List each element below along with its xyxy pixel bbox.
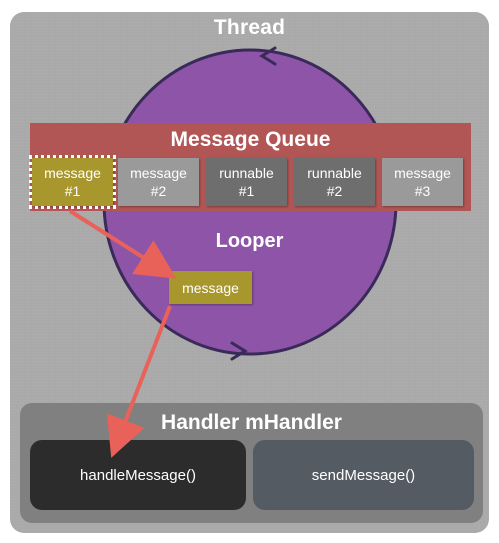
queue-item-label: runnable (219, 165, 274, 181)
queue-item-label: runnable (307, 165, 362, 181)
queue-item-label: message (130, 165, 187, 181)
looper-current-message[interactable]: message (169, 271, 252, 304)
thread-title: Thread (213, 16, 286, 39)
message-queue-title: Message Queue (170, 128, 331, 151)
queue-item-runnable-2[interactable]: runnable #2 (294, 158, 375, 206)
send-message-button[interactable]: sendMessage() (253, 440, 474, 510)
queue-item-number: #1 (238, 183, 255, 199)
loop-arrow-bottom-icon (230, 341, 248, 361)
queue-item-number: #3 (414, 183, 431, 199)
queue-item-number: #2 (326, 183, 343, 199)
queue-item-runnable-1[interactable]: runnable #1 (206, 158, 287, 206)
queue-item-number: #1 (64, 183, 81, 199)
queue-item-message-1[interactable]: message #1 (29, 155, 116, 209)
looper-title: Looper (215, 230, 284, 252)
queue-item-number: #2 (150, 183, 167, 199)
message-queue: Message Queue message #1 message #2 runn… (29, 123, 471, 211)
handle-message-button[interactable]: handleMessage() (30, 440, 246, 510)
queue-item-label: message (394, 165, 451, 181)
queue-item-label: message (44, 165, 101, 181)
queue-item-message-3[interactable]: message #3 (382, 158, 463, 206)
loop-arrow-top-icon (259, 46, 277, 66)
queue-item-message-2[interactable]: message #2 (118, 158, 199, 206)
handler-title: Handler mHandler (161, 411, 342, 434)
handler-container: Handler mHandler handleMessage() sendMes… (20, 403, 483, 523)
